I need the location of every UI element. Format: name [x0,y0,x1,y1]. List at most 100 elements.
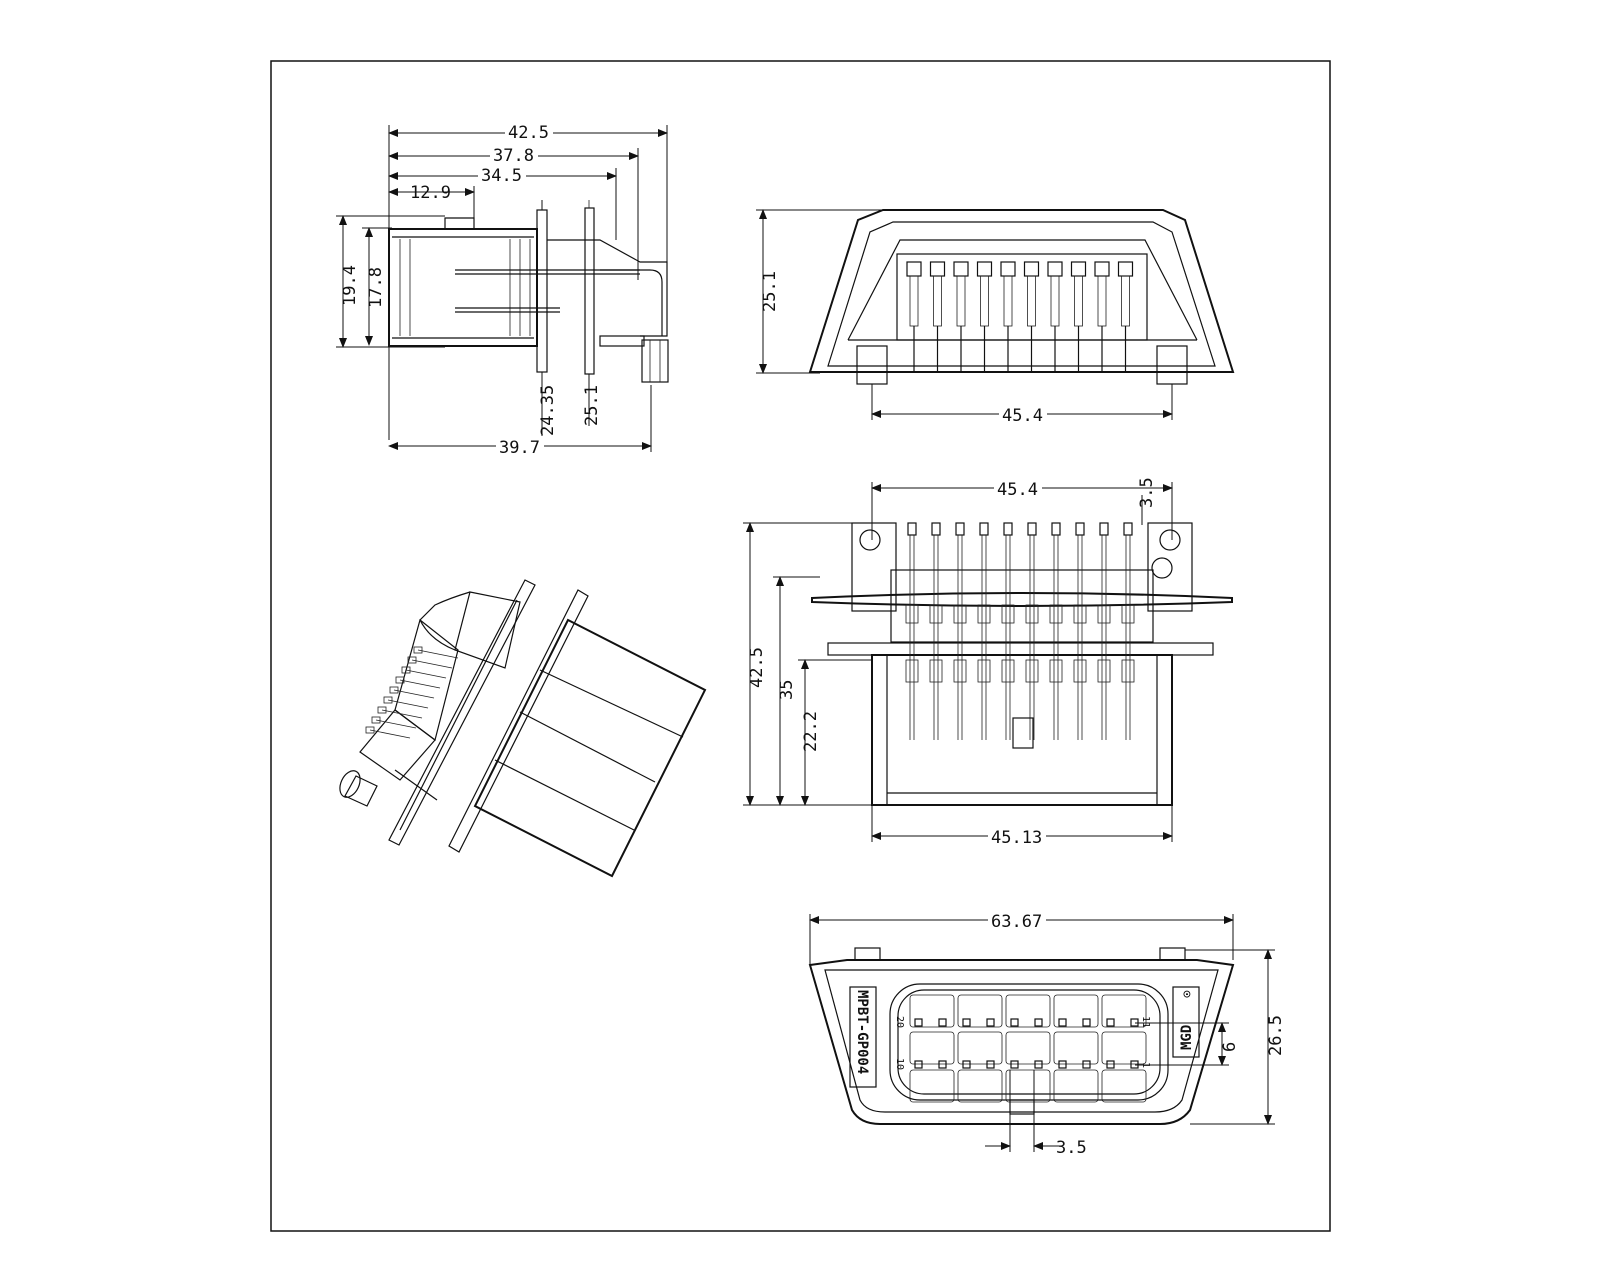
face-cell [909,994,955,1028]
dim-height-outer: 19.4 [336,215,445,348]
iso-pin [387,699,429,709]
top-pin-clip [929,659,943,683]
dim-front-width: 45.4 [871,384,1173,426]
logo-mark: ⊙ [1180,990,1195,998]
face-cell [1053,1069,1099,1103]
dim-top-low: 22.2 [798,659,872,806]
iso-pin [405,669,447,679]
dim-face-pitch: 3.5 [985,1070,1087,1158]
face-pin [1058,1060,1067,1069]
face-cell [1101,1069,1147,1103]
iso-pin-head [389,686,399,694]
iso-pin-head [377,706,387,714]
iso-pin-head [407,656,417,664]
front-pin-body [909,275,919,327]
face-pin [1082,1018,1091,1027]
face-pin [1130,1060,1139,1069]
front-pin-socket [1023,261,1040,277]
dim-face-width-label: 63.67 [991,912,1042,932]
iso-pin-head [401,666,411,674]
face-pin [1010,1018,1019,1027]
top-pin-clip [1121,659,1135,683]
top-pin-clip [1001,604,1015,624]
iso-pin-head [413,646,423,654]
iso-pin [375,719,417,729]
face-pin [986,1060,995,1069]
face-pin [1106,1018,1115,1027]
pin-label-top-left: 20 [894,1016,905,1028]
top-pin-head [955,522,965,536]
front-pin-socket [929,261,946,277]
front-pin-socket [1047,261,1063,277]
dim-top-bottom-width: 45.13 [871,805,1173,848]
face-pin [1130,1018,1139,1027]
top-pin-head [1027,522,1037,536]
face-cell [1005,994,1051,1028]
dim-total-length: 42.5 [388,121,668,440]
face-view: 63.67 26.5 6 MPBT-GP004 MGD ⊙ [808,910,1286,1158]
iso-pin [369,729,411,739]
top-pin-clip [1001,659,1015,683]
face-pin [1034,1018,1043,1027]
top-pin-head [931,522,941,536]
front-pin-socket [1070,261,1087,277]
dim-flange-a-label: 24.35 [538,385,558,436]
isometric-view [339,579,707,878]
dim-bottom-length: 39.7 [388,385,652,458]
dim-top-width: 45.4 [871,478,1173,540]
dim-total-length-label: 42.5 [508,123,549,143]
front-pin-socket [906,261,922,277]
dim-height-outer-label: 19.4 [340,265,360,306]
top-pin-clip [1049,659,1063,683]
dim-length-d-label: 12.9 [410,183,451,203]
pin-label-top-right: 11 [1140,1016,1151,1028]
dim-length-c-label: 34.5 [481,166,522,186]
top-pin-clip [1073,604,1087,624]
front-pin-body [933,275,942,327]
dim-face-width: 63.67 [809,910,1234,965]
dim-top-mid-label: 35 [777,680,797,700]
face-pin [986,1018,995,1027]
iso-pin [399,679,441,689]
front-pin-socket [953,261,969,277]
top-pin-clip [953,604,967,624]
dim-top-low-label: 22.2 [801,711,821,752]
pin-label-bottom-right: 1 [1140,1062,1151,1068]
iso-pin-head [383,696,393,704]
top-pin-clip [1097,659,1111,683]
front-pin-socket [976,261,993,277]
dim-front-height-label: 25.1 [760,271,780,312]
face-pin [1082,1060,1091,1069]
dim-top-bottom-width-label: 45.13 [991,828,1042,848]
face-cell [1053,1031,1099,1065]
face-cell [1101,994,1147,1028]
top-pin-head [1075,522,1085,536]
dim-top-pitch-label: 3.5 [1137,477,1157,508]
top-pin-clip [905,604,919,624]
face-pin [1058,1018,1067,1027]
pin-label-bottom-left: 10 [894,1058,905,1070]
face-pin [962,1018,971,1027]
dim-length-d: 12.9 [388,183,475,220]
front-pin-body [1003,275,1013,327]
face-cell [1053,994,1099,1028]
top-view: 45.4 3.5 42.5 35 22.2 [743,477,1233,848]
dim-face-height-label: 26.5 [1266,1015,1286,1056]
logo-text: MGD [1179,1025,1195,1050]
front-pin-body [956,275,966,327]
front-pin-body [1074,275,1083,327]
face-pin [914,1018,923,1027]
top-pin-head [1003,522,1013,536]
top-pin-clip [1025,604,1039,624]
front-pin-body [1121,275,1130,327]
drawing-frame [270,60,1331,1232]
top-pin-head [1051,522,1061,536]
front-pin-socket [1117,261,1134,277]
dim-flange-b: 25.1 [582,374,602,426]
iso-pin-stack [365,646,459,739]
iso-pin [411,659,453,669]
top-pin-clip [1121,604,1135,624]
iso-pin-head [365,726,375,734]
front-pin-body [980,275,989,327]
face-cell [957,994,1003,1028]
